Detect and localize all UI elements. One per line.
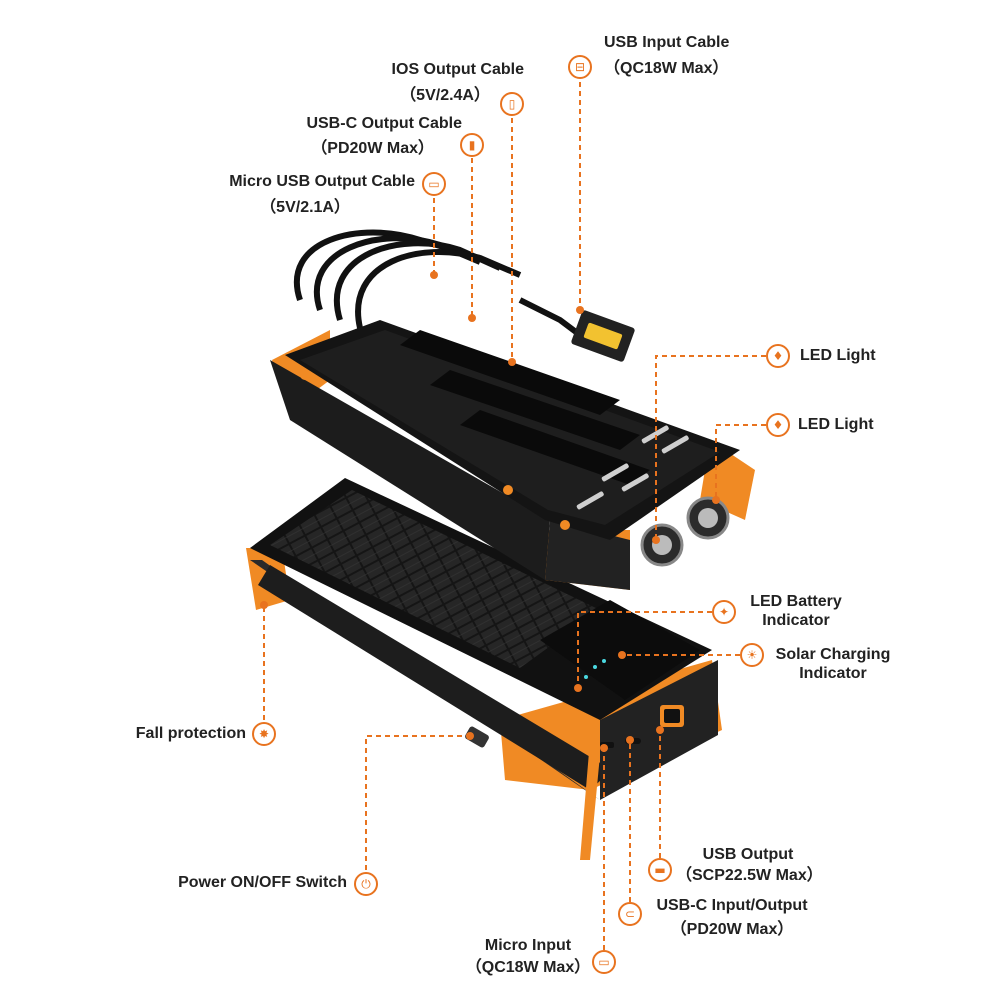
- fall-protection-title: Fall protection: [135, 725, 246, 742]
- micro-usb-icon: ▭: [422, 172, 446, 196]
- solar-charging-indicator-title: Solar Charging: [775, 646, 891, 663]
- impact-icon: ✸: [252, 722, 276, 746]
- usb-input-cable-spec: （QC18W Max）: [604, 60, 729, 77]
- leader-lines: [260, 82, 766, 950]
- micro-usb-output-cable-spec: （5V/2.1A）: [260, 199, 350, 216]
- micro-input-spec: （QC18W Max）: [465, 959, 591, 976]
- flashlight-icon: ♦: [766, 413, 790, 437]
- led-light-1-title: LED Light: [800, 347, 876, 364]
- lightning-plug-icon: ▯: [500, 92, 524, 116]
- ios-output-cable-spec: （5V/2.4A）: [400, 87, 490, 104]
- usbc-io-spec: （PD20W Max）: [670, 921, 794, 938]
- cable-power-bank: [270, 229, 755, 590]
- flashlight-icon: ♦: [766, 344, 790, 368]
- usbc-io-title: USB-C Input/Output: [656, 897, 808, 914]
- ios-output-cable-title: IOS Output Cable: [391, 61, 524, 78]
- lightbulb-icon: ✦: [712, 600, 736, 624]
- micro-input-title: Micro Input: [484, 937, 572, 954]
- usb-input-cable-title: USB Input Cable: [604, 34, 730, 51]
- led-battery-indicator-title: LED Battery: [750, 593, 842, 610]
- led-battery-indicator-title2: Indicator: [762, 612, 830, 629]
- led-light-2-title: LED Light: [798, 416, 874, 433]
- micro-usb-output-cable-title: Micro USB Output Cable: [229, 173, 415, 190]
- usb-port-icon: ▬: [648, 858, 672, 882]
- power-switch-title: Power ON/OFF Switch: [178, 874, 347, 891]
- solar-charging-indicator-title2: Indicator: [799, 665, 867, 682]
- usb-c-plug-icon: ▮: [460, 133, 484, 157]
- power-icon: ⏻: [354, 872, 378, 896]
- usbc-output-cable-title: USB-C Output Cable: [306, 115, 462, 132]
- sun-icon: ☀: [740, 643, 764, 667]
- usb-output-title: USB Output: [702, 846, 794, 863]
- usb-output-spec: （SCP22.5W Max）: [676, 867, 823, 884]
- usb-c-port-icon: ⊂: [618, 902, 642, 926]
- micro-usb-port-icon: ▭: [592, 950, 616, 974]
- usbc-output-cable-spec: （PD20W Max）: [311, 140, 434, 157]
- usb-plug-icon: ⊟: [568, 55, 592, 79]
